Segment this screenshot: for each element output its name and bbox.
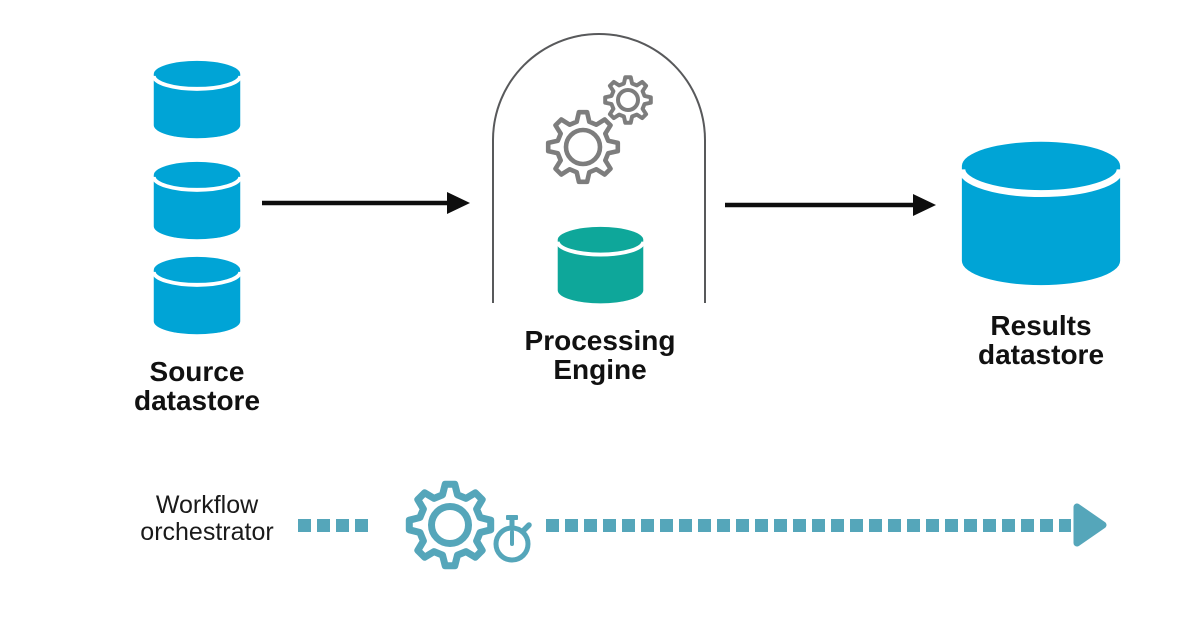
stopwatch-icon bbox=[493, 515, 532, 563]
orchestrator-dotted-line-left bbox=[298, 519, 369, 532]
workflow-orchestrator-label: Workflow orchestrator bbox=[107, 492, 307, 546]
results-datastore-label-line2: datastore bbox=[977, 339, 1105, 370]
processing-engine-label-line1: Processing bbox=[524, 325, 676, 356]
results-datastore-label-line1: Results bbox=[990, 310, 1092, 341]
source-datastore-label-line1: Source bbox=[149, 356, 245, 387]
source-datastore-label-line2: datastore bbox=[133, 385, 261, 416]
workflow-orchestrator-label-line2: orchestrator bbox=[140, 518, 274, 546]
orchestrator-gear-icon bbox=[405, 480, 495, 570]
orchestrator-gear-stopwatch bbox=[405, 480, 532, 570]
results-database-icon bbox=[958, 141, 1124, 286]
processing-engine-arch bbox=[492, 33, 706, 303]
source-datastore-label: Source datastore bbox=[97, 357, 297, 415]
results-datastore-label: Results datastore bbox=[941, 311, 1141, 369]
gears-icon bbox=[545, 75, 653, 185]
processing-database-icon bbox=[555, 226, 646, 304]
arrow-processing-to-results bbox=[725, 194, 936, 216]
processing-engine-label-line2: Engine bbox=[553, 354, 647, 385]
orchestrator-dotted-line-right bbox=[546, 519, 1071, 532]
source-database-icon-3 bbox=[151, 256, 243, 335]
source-database-icon-1 bbox=[151, 60, 243, 139]
source-database-icon-2 bbox=[151, 161, 243, 240]
workflow-orchestrator-label-line1: Workflow bbox=[155, 491, 259, 519]
processing-engine-label: Processing Engine bbox=[500, 326, 700, 384]
arrow-source-to-processing bbox=[262, 192, 470, 214]
orchestrator-arrowhead bbox=[1073, 503, 1107, 547]
